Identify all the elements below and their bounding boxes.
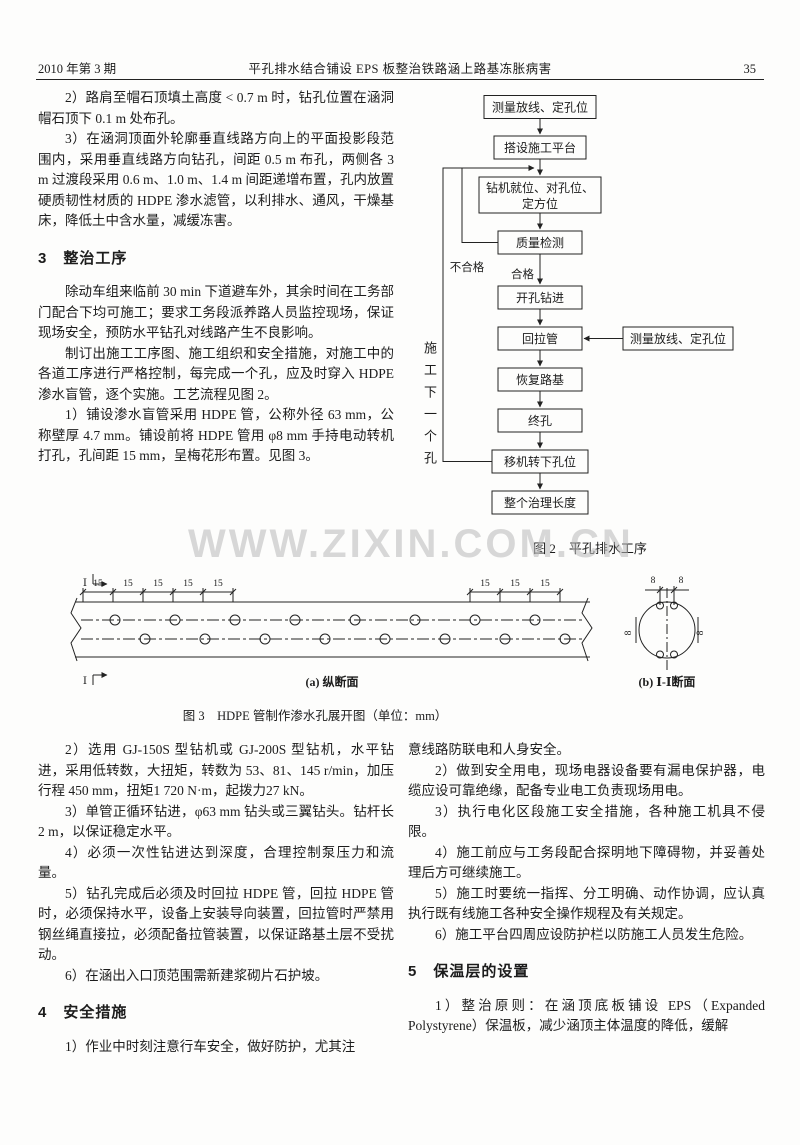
section-heading-3: 3 整治工序 [38,249,128,267]
left-column-bottom: 2）选用 GJ-150S 型钻机或 GJ-200S 型钻机，水平钻进，采用低转数… [38,740,394,1122]
paragraph: 3）单管正循环钻进，φ63 mm 钻头或三翼钻头。钻杆长 2 m，以保证稳定水平… [38,803,394,840]
figure-2-caption: 图 2 平孔排水工序 [533,541,647,556]
figure-3-drawing: 15 15 15 15 15 15 15 15 Ⅰ Ⅰ 8 8 8 8 (a) … [70,574,706,689]
section-heading-4: 4 安全措施 [38,1004,128,1021]
dim-15: 15 [93,579,103,589]
paragraph: 3）在涵洞顶面外轮廓垂直线路方向上的平面投影段范围内，采用垂直线路方向钻孔，间距… [38,131,394,228]
flow-step-3a: 钻机就位、对孔位、 [486,180,594,195]
running-title: 平孔排水结合铺设 EPS 板整治铁路涵上路基冻胀病害 [248,62,552,76]
flowchart-shapes [442,95,734,515]
pipe-strip-drawing [70,574,593,685]
paragraph: 制订出施工工序图、施工组织和安全措施，对施工中的各道工序进行严格控制，每完成一个… [38,345,394,402]
flow-step-5: 开孔钻进 [516,290,564,305]
journal-issue: 2010 年第 3 期 [38,62,117,76]
flowchart-labels: 测量放线、定孔位 搭设施工平台 钻机就位、对孔位、 定方位 质量检测 开孔钻进 … [450,100,726,511]
dim-15: 15 [480,579,490,589]
paragraph: 4）施工前应与工务段配合探明地下障碍物，并妥善处理后方可继续施工。 [408,844,765,881]
paragraph: 4）必须一次性钻进达到深度，合理控制泵压力和流量。 [38,844,394,881]
dim-15: 15 [213,579,223,589]
paragraph: 2）做到安全用电，现场电器设备要有漏电保护器，电缆应设可靠绝缘，配备专业电工负责… [408,762,765,799]
flowchart-drawing: 测量放线、定孔位 搭设施工平台 钻机就位、对孔位、 定方位 质量检测 开孔钻进 … [442,95,734,515]
flow-step-10: 整个治理长度 [504,495,576,510]
flow-side-box-label: 测量放线、定孔位 [630,331,726,346]
page-header: 2010 年第 3 期 平孔排水结合铺设 EPS 板整治铁路涵上路基冻胀病害 3… [38,58,762,77]
paragraph: 3）执行电化区段施工安全措施，各种施工机具不侵限。 [408,803,765,840]
flow-step-1: 测量放线、定孔位 [492,100,588,115]
paragraph: 2）路肩至帽石顶填土高度 < 0.7 m 时，钻孔位置在涵洞帽石顶下 0.1 m… [38,90,394,126]
flow-step-7: 恢复路基 [516,372,564,387]
paragraph: 6）施工平台四周应设防护栏以防施工人员发生危险。 [435,926,753,942]
paragraph: 2）选用 GJ-150S 型钻机或 GJ-200S 型钻机，水平钻进，采用低转数… [38,742,394,798]
paragraph: 5）钻孔完成后必须及时回拉 HDPE 管，回拉 HDPE 管时，必须保持水平，设… [38,885,394,963]
paragraph: 1）作业中时刻注意行车安全，做好防护，尤其注 [65,1038,356,1054]
flow-loop-label: 施工下一个孔 [422,341,437,473]
dim-15: 15 [183,579,193,589]
page-number: 35 [743,62,757,76]
flow-step-6: 回拉管 [522,331,558,346]
dim-8: 8 [679,576,684,586]
section-cut-label-top: Ⅰ [83,578,87,589]
figure-2-flowchart: 测量放线、定孔位 搭设施工平台 钻机就位、对孔位、 定方位 质量检测 开孔钻进 … [415,95,765,557]
figure-3-labels: 15 15 15 15 15 15 15 15 Ⅰ Ⅰ 8 8 8 8 (a) … [83,576,706,689]
paragraph: 除动车组来临前 30 min 下道避车外，其余时间在工务部门配合下均可施工；要求… [38,284,394,340]
header-rule [36,79,764,80]
figure-3: 15 15 15 15 15 15 15 15 Ⅰ Ⅰ 8 8 8 8 (a) … [35,572,765,724]
dim-15: 15 [153,579,163,589]
pipe-section-drawing [635,586,699,672]
dim-15: 15 [123,579,133,589]
right-column-bottom: 意线路防联电和人身安全。 2）做到安全用电，现场电器设备要有漏电保护器，电缆应设… [408,740,765,1122]
subfigure-a-label: (a) 纵断面 [306,674,359,689]
flow-step-9: 移机转下孔位 [504,454,576,469]
paragraph: 意线路防联电和人身安全。 [408,742,570,757]
flow-pass-label: 合格 [511,267,534,281]
paragraph: 1）铺设渗水盲管采用 HDPE 管，公称外径 63 mm，公称壁厚 4.7 mm… [38,407,394,463]
left-column-top: 2）路肩至帽石顶填土高度 < 0.7 m 时，钻孔位置在涵洞帽石顶下 0.1 m… [38,88,394,570]
dim-15: 15 [510,579,520,589]
flow-step-3b: 定方位 [522,196,558,211]
flow-step-2: 搭设施工平台 [504,140,576,155]
dim-8: 8 [651,576,656,586]
flow-step-4: 质量检测 [516,235,564,250]
section-cut-label-bottom: Ⅰ [83,676,87,687]
paragraph: 1）整治原则：在涵顶底板铺设 EPS（Expanded Polystyrene）… [408,997,765,1034]
dim-8: 8 [696,630,706,635]
subfigure-b-label: (b) Ⅰ-Ⅰ断面 [639,674,696,689]
section-heading-5: 5 保温层的设置 [408,963,530,980]
paragraph: 6）在涵出入口顶范围需新建浆砌片石护坡。 [65,967,329,983]
flow-step-8: 终孔 [528,413,552,428]
dim-15: 15 [540,579,550,589]
dim-8: 8 [624,630,634,635]
figure-3-caption: 图 3 HDPE 管制作渗水孔展开图（单位：mm） [182,709,448,723]
paragraph: 5）施工时要统一指挥、分工明确、动作协调，应认真执行既有线施工各种安全操作规程及… [408,885,765,922]
flow-fail-label: 不合格 [450,260,485,274]
